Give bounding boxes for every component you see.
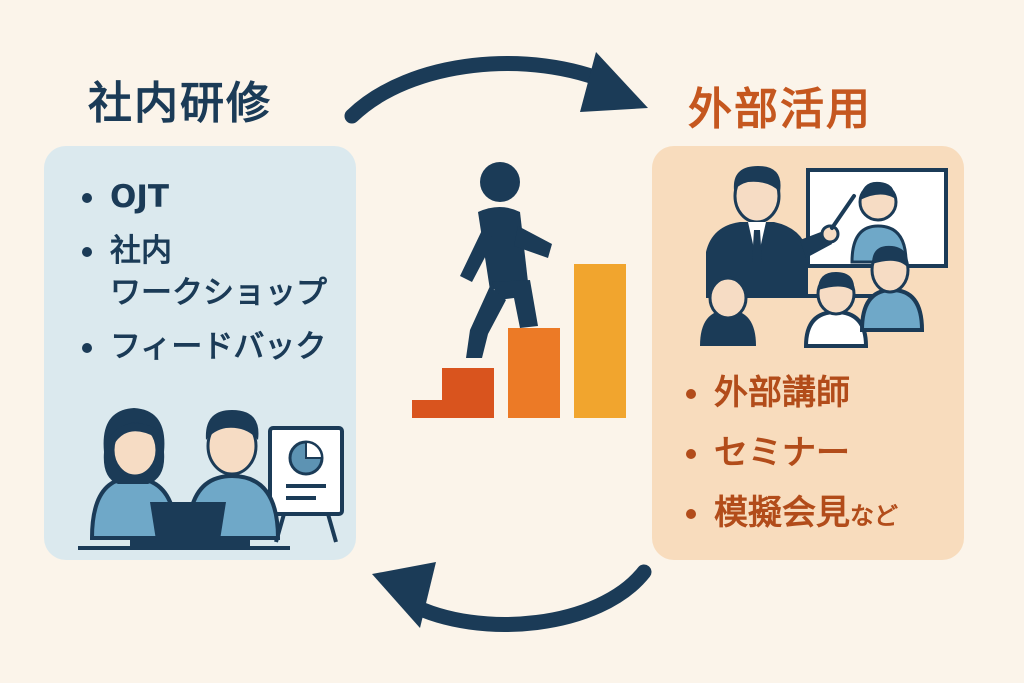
stair-step-2 (508, 328, 560, 418)
bullet-icon (82, 193, 92, 203)
list-item-label: 社内 (110, 233, 172, 269)
bullet-icon (686, 449, 696, 459)
internal-training-title: 社内研修 (88, 78, 272, 129)
external-resources-title: 外部活用 (688, 84, 872, 135)
list-item: OJT (76, 176, 346, 218)
presenter-audience-icon (700, 166, 948, 348)
list-item-label: セミナー (714, 433, 850, 473)
person-climbing-stairs-icon (460, 162, 552, 358)
cycle-arrow-bottom-icon (372, 562, 652, 632)
team-laptop-icon (78, 408, 344, 550)
list-item-label-line2: ワークショップ (110, 275, 327, 311)
list-item: フィードバック (76, 326, 346, 368)
list-item: セミナー (680, 430, 960, 476)
internal-training-list: OJT 社内ワークショップ フィードバック (76, 176, 346, 380)
bullet-icon (686, 389, 696, 399)
list-item-label: 外部講師 (714, 373, 850, 413)
list-item: 社内ワークショップ (76, 230, 346, 314)
bullet-icon (82, 247, 92, 257)
external-resources-list: 外部講師 セミナー 模擬会見など (680, 370, 960, 553)
list-item: 外部講師 (680, 370, 960, 416)
list-item: 模擬会見など (680, 490, 960, 539)
stair-steps-icon (412, 264, 626, 418)
stair-step-3 (574, 264, 626, 418)
bullet-icon (686, 509, 696, 519)
list-item-label: OJT (110, 179, 170, 215)
list-item-label: 模擬会見 (714, 493, 850, 533)
stair-step-1 (412, 368, 494, 418)
cycle-arrow-top-icon (344, 52, 648, 124)
bullet-icon (82, 343, 92, 353)
list-item-label: フィードバック (110, 329, 327, 365)
list-item-suffix: など (850, 502, 898, 530)
